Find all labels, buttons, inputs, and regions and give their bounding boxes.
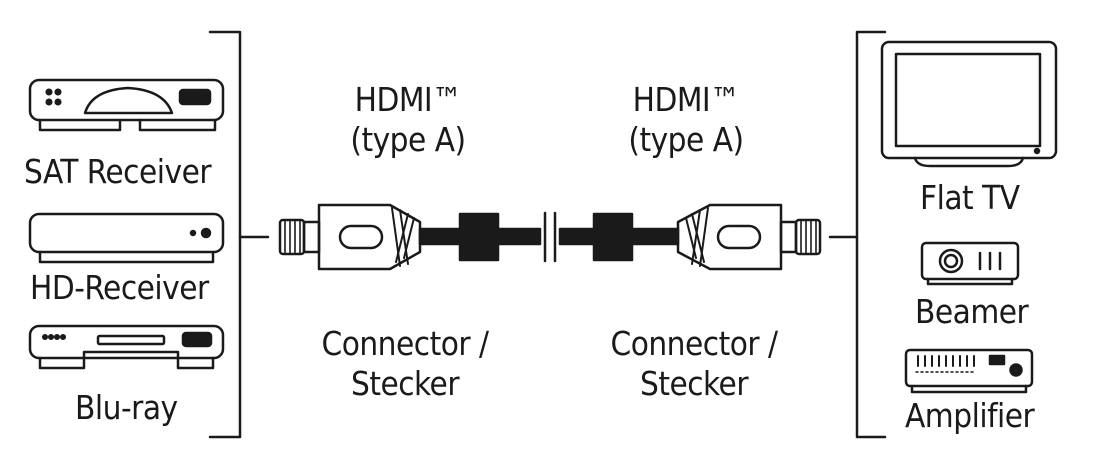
bluray-player-icon bbox=[28, 324, 225, 370]
sat-receiver-label: SAT Receiver bbox=[24, 152, 212, 191]
right-connector-name-line2: Stecker bbox=[639, 364, 749, 403]
flat-tv-label: Flat TV bbox=[920, 178, 1020, 217]
hd-receiver-label: HD-Receiver bbox=[30, 268, 209, 307]
left-connector-name-line1: Connector / bbox=[321, 324, 489, 363]
hdmi-connector-right bbox=[676, 203, 822, 271]
flat-tv-icon bbox=[880, 40, 1058, 168]
left-bracket bbox=[208, 30, 242, 439]
hd-receiver-icon bbox=[28, 212, 225, 264]
left-connector-type-line1: HDMI™ bbox=[354, 80, 462, 119]
left-connector-name-line2: Stecker bbox=[350, 364, 460, 403]
amplifier-icon bbox=[904, 348, 1034, 394]
right-connector-type-line2: (type A) bbox=[628, 120, 744, 159]
hdmi-cable bbox=[418, 211, 680, 263]
hdmi-connector-left bbox=[278, 203, 422, 271]
amplifier-label: Amplifier bbox=[905, 396, 1035, 435]
beamer-icon bbox=[920, 241, 1020, 286]
bluray-label: Blu-ray bbox=[75, 388, 178, 427]
right-bracket bbox=[855, 30, 887, 439]
sat-receiver-icon bbox=[28, 78, 225, 132]
left-connector-type-line2: (type A) bbox=[350, 120, 466, 159]
beamer-label: Beamer bbox=[915, 292, 1029, 331]
right-connector-name-line1: Connector / bbox=[610, 324, 778, 363]
right-connector-type-line1: HDMI™ bbox=[632, 80, 740, 119]
